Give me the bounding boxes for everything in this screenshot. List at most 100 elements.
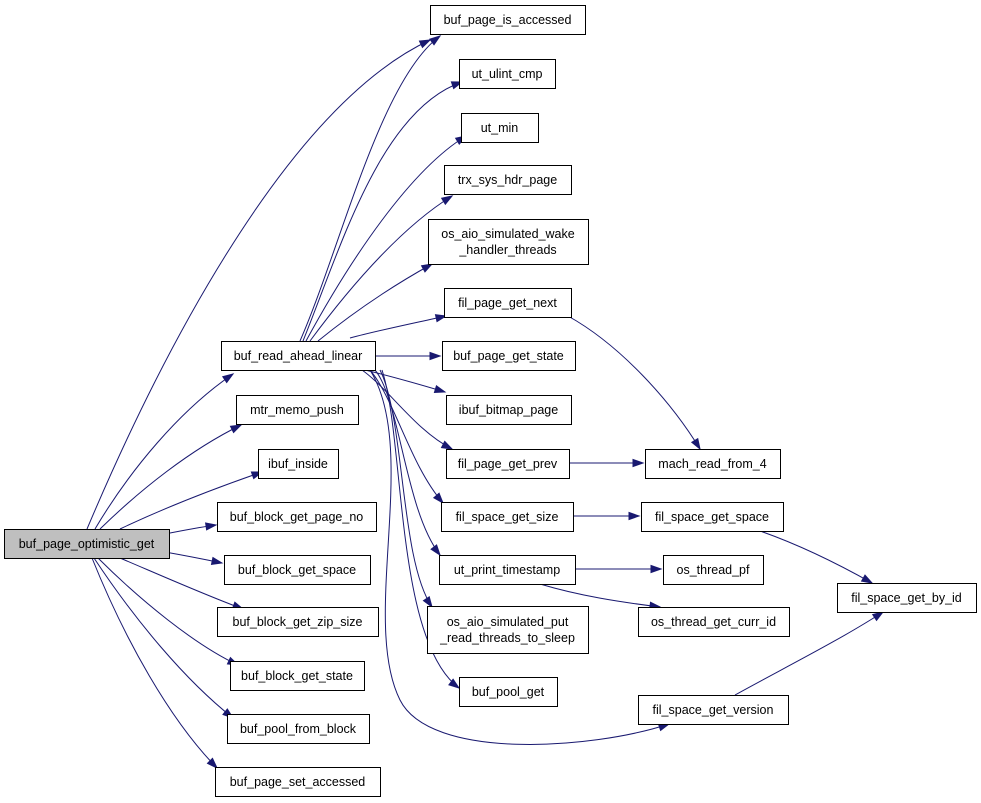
node-label: buf_page_get_state — [453, 349, 564, 363]
call-edge — [364, 369, 447, 394]
arrowhead-icon — [432, 492, 444, 505]
arrowhead-icon — [221, 373, 235, 384]
function-node-trx-sys-hdr-page[interactable]: trx_sys_hdr_page — [444, 165, 572, 195]
function-node-buf-block-get-zip-size[interactable]: buf_block_get_zip_size — [217, 607, 379, 637]
call-edge — [91, 557, 219, 770]
node-box — [638, 607, 790, 637]
node-label: os_aio_simulated_put — [447, 615, 569, 629]
function-node-fil-space-get-space[interactable]: fil_space_get_space — [641, 502, 784, 532]
edge-line — [379, 369, 433, 608]
arrowhead-icon — [420, 263, 434, 273]
function-node-os-thread-pf[interactable]: os_thread_pf — [663, 555, 764, 585]
edge-line — [349, 315, 447, 339]
arrowhead-icon — [433, 384, 447, 394]
edge-line — [93, 557, 234, 719]
function-node-fil-space-get-version[interactable]: fil_space_get_version — [638, 695, 789, 725]
call-edge — [575, 564, 663, 574]
edge-line — [99, 424, 242, 530]
node-label: ibuf_inside — [268, 457, 328, 471]
node-label: fil_space_get_by_id — [851, 591, 962, 605]
arrowhead-icon — [440, 195, 454, 206]
function-node-buf-block-get-state[interactable]: buf_block_get_state — [230, 661, 365, 691]
node-box — [221, 341, 376, 371]
edge-line — [309, 195, 453, 342]
function-node-buf-read-ahead-linear[interactable]: buf_read_ahead_linear — [221, 341, 376, 371]
arrowhead-icon — [650, 564, 663, 574]
edge-line — [86, 39, 431, 530]
node-label: buf_page_optimistic_get — [19, 537, 155, 551]
function-node-fil-space-get-by-id[interactable]: fil_space_get_by_id — [837, 583, 977, 613]
node-label: fil_space_get_size — [456, 510, 559, 524]
edge-line — [302, 81, 463, 342]
node-box — [641, 502, 784, 532]
edge-line — [97, 557, 239, 666]
edge-line — [305, 135, 467, 342]
edge-line — [119, 557, 244, 610]
function-node-mtr-memo-push[interactable]: mtr_memo_push — [236, 395, 359, 425]
node-box — [236, 395, 359, 425]
call-edge — [299, 35, 442, 342]
node-box — [446, 395, 572, 425]
function-node-buf-block-get-space[interactable]: buf_block_get_space — [224, 555, 371, 585]
arrowhead-icon — [210, 556, 224, 565]
node-box — [444, 165, 572, 195]
function-node-ut-ulint-cmp[interactable]: ut_ulint_cmp — [459, 59, 556, 89]
function-node-buf-page-get-state[interactable]: buf_page_get_state — [442, 341, 576, 371]
function-node-buf-block-get-page-no[interactable]: buf_block_get_page_no — [217, 502, 377, 532]
call-edge — [164, 551, 224, 565]
call-edges — [86, 35, 885, 770]
node-box — [428, 219, 589, 265]
node-label: os_thread_pf — [677, 563, 751, 577]
edge-line — [374, 369, 441, 556]
function-node-buf-pool-get[interactable]: buf_pool_get — [459, 677, 558, 707]
edge-line — [299, 35, 441, 342]
arrowhead-icon — [229, 424, 243, 434]
edge-line — [369, 369, 670, 745]
function-node-mach-read-from-4[interactable]: mach_read_from_4 — [645, 449, 781, 479]
edge-line — [317, 263, 433, 342]
edge-line — [381, 369, 460, 689]
function-node-fil-space-get-size[interactable]: fil_space_get_size — [441, 502, 574, 532]
call-edge — [361, 369, 454, 450]
arrowhead-icon — [871, 611, 885, 622]
node-label: os_aio_simulated_wake — [441, 227, 574, 241]
node-box — [215, 767, 381, 797]
function-node-os-thread-get-curr-id[interactable]: os_thread_get_curr_id — [638, 607, 790, 637]
call-edge — [734, 611, 885, 696]
arrowhead-icon — [429, 351, 442, 361]
function-node-os-aio-simulated-put-read-threads-to-sleep[interactable]: os_aio_simulated_put _read_threads_to_sle… — [427, 606, 589, 654]
call-edge — [317, 263, 434, 342]
arrowhead-icon — [422, 595, 433, 609]
arrowhead-icon — [430, 544, 441, 557]
edge-line — [567, 315, 701, 450]
node-box — [645, 449, 781, 479]
edge-line — [734, 611, 884, 696]
node-label: buf_block_get_page_no — [230, 510, 364, 524]
function-node-buf-pool-from-block[interactable]: buf_pool_from_block — [227, 714, 370, 744]
function-node-ut-print-timestamp[interactable]: ut_print_timestamp — [439, 555, 576, 585]
function-node-fil-page-get-prev[interactable]: fil_page_get_prev — [446, 449, 570, 479]
function-node-ut-min[interactable]: ut_min — [461, 113, 539, 143]
edge-line — [119, 471, 263, 530]
function-node-ibuf-bitmap-page[interactable]: ibuf_bitmap_page — [446, 395, 572, 425]
call-edge — [349, 314, 448, 339]
function-node-os-aio-simulated-wake-handler-threads[interactable]: os_aio_simulated_wake_handler_threads — [428, 219, 589, 265]
call-edge — [573, 511, 641, 521]
node-label: _read_threads_to_sleep — [439, 631, 575, 645]
function-node-ibuf-inside[interactable]: ibuf_inside — [258, 449, 339, 479]
call-edge — [379, 369, 433, 609]
node-box — [459, 677, 558, 707]
node-label: buf_read_ahead_linear — [234, 349, 363, 363]
function-node-fil-page-get-next[interactable]: fil_page_get_next — [444, 288, 572, 318]
function-node-buf-page-set-accessed[interactable]: buf_page_set_accessed — [215, 767, 381, 797]
function-node-buf-page-optimistic-get[interactable]: buf_page_optimistic_get — [4, 529, 170, 559]
node-box — [430, 5, 586, 35]
function-node-buf-page-is-accessed[interactable]: buf_page_is_accessed — [430, 5, 586, 35]
node-label: ut_print_timestamp — [454, 563, 560, 577]
node-box — [441, 502, 574, 532]
arrowhead-icon — [434, 314, 448, 323]
call-edge — [539, 583, 662, 610]
node-box — [217, 502, 377, 532]
node-box — [258, 449, 339, 479]
